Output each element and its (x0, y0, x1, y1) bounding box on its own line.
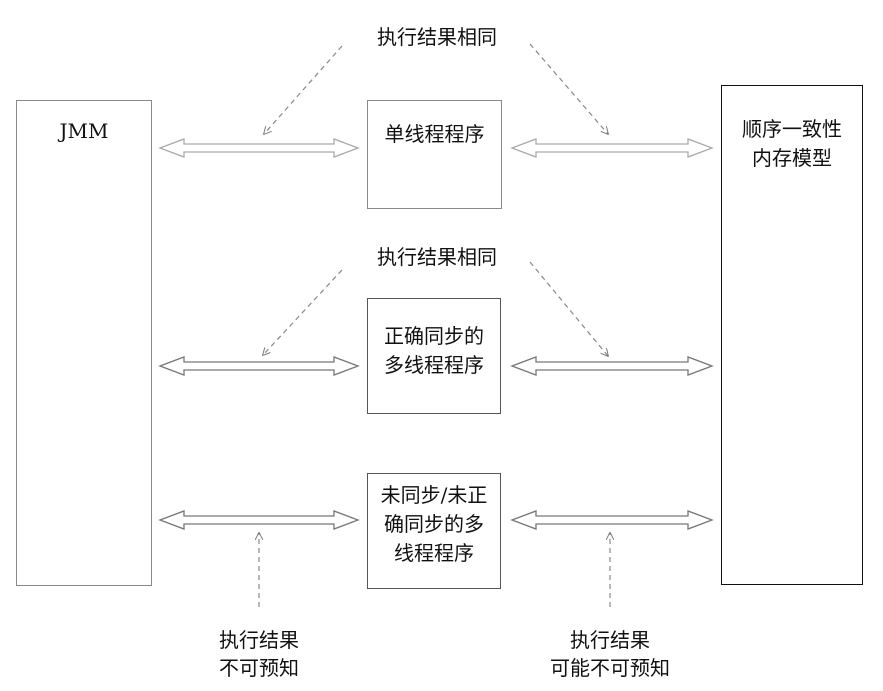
double-arrow-unsynced-sc (510, 510, 714, 530)
dashed-arrow-same2-left (263, 269, 343, 355)
double-arrow-single-sc (510, 138, 714, 158)
dashed-arrow-same2-right (529, 261, 608, 356)
sc-model-label-line1: 顺序一致性 (742, 117, 842, 141)
sc-model-box: 顺序一致性 内存模型 (721, 85, 863, 585)
unsynced-program-label-line2: 确同步的多 (384, 512, 484, 536)
note-same-result-2: 执行结果相同 (377, 245, 497, 269)
unsynced-program-label-line1: 未同步/未正 (380, 483, 488, 507)
synced-program-label-line1: 正确同步的 (384, 324, 484, 348)
jmm-label: JMM (59, 119, 109, 143)
note-sc-unpredictable-line1: 执行结果 (570, 628, 650, 652)
note-sc-unpredictable-line2: 可能不可预知 (550, 656, 670, 680)
dashed-arrow-same1-left (264, 45, 343, 134)
double-arrow-jmm-unsynced (158, 510, 360, 530)
note-jmm-unpredictable-line2: 不可预知 (219, 656, 299, 680)
single-thread-program-label: 单线程程序 (384, 122, 485, 146)
dashed-arrow-same1-right (529, 43, 608, 134)
double-arrow-synced-sc (510, 356, 714, 376)
sc-model-label-line2: 内存模型 (752, 146, 832, 170)
note-same-result-1: 执行结果相同 (377, 25, 497, 49)
unsynced-program-label-line3: 线程程序 (394, 541, 474, 565)
jmm-box: JMM (16, 100, 152, 586)
unsynced-program-box: 未同步/未正 确同步的多 线程程序 (367, 473, 501, 589)
double-arrow-jmm-synced (158, 356, 360, 376)
note-jmm-unpredictable-line1: 执行结果 (219, 628, 299, 652)
synced-program-label-line2: 多线程程序 (384, 353, 484, 377)
single-thread-program-box: 单线程程序 (367, 100, 502, 209)
double-arrow-jmm-single (158, 138, 360, 158)
synced-program-box: 正确同步的 多线程程序 (367, 298, 501, 414)
